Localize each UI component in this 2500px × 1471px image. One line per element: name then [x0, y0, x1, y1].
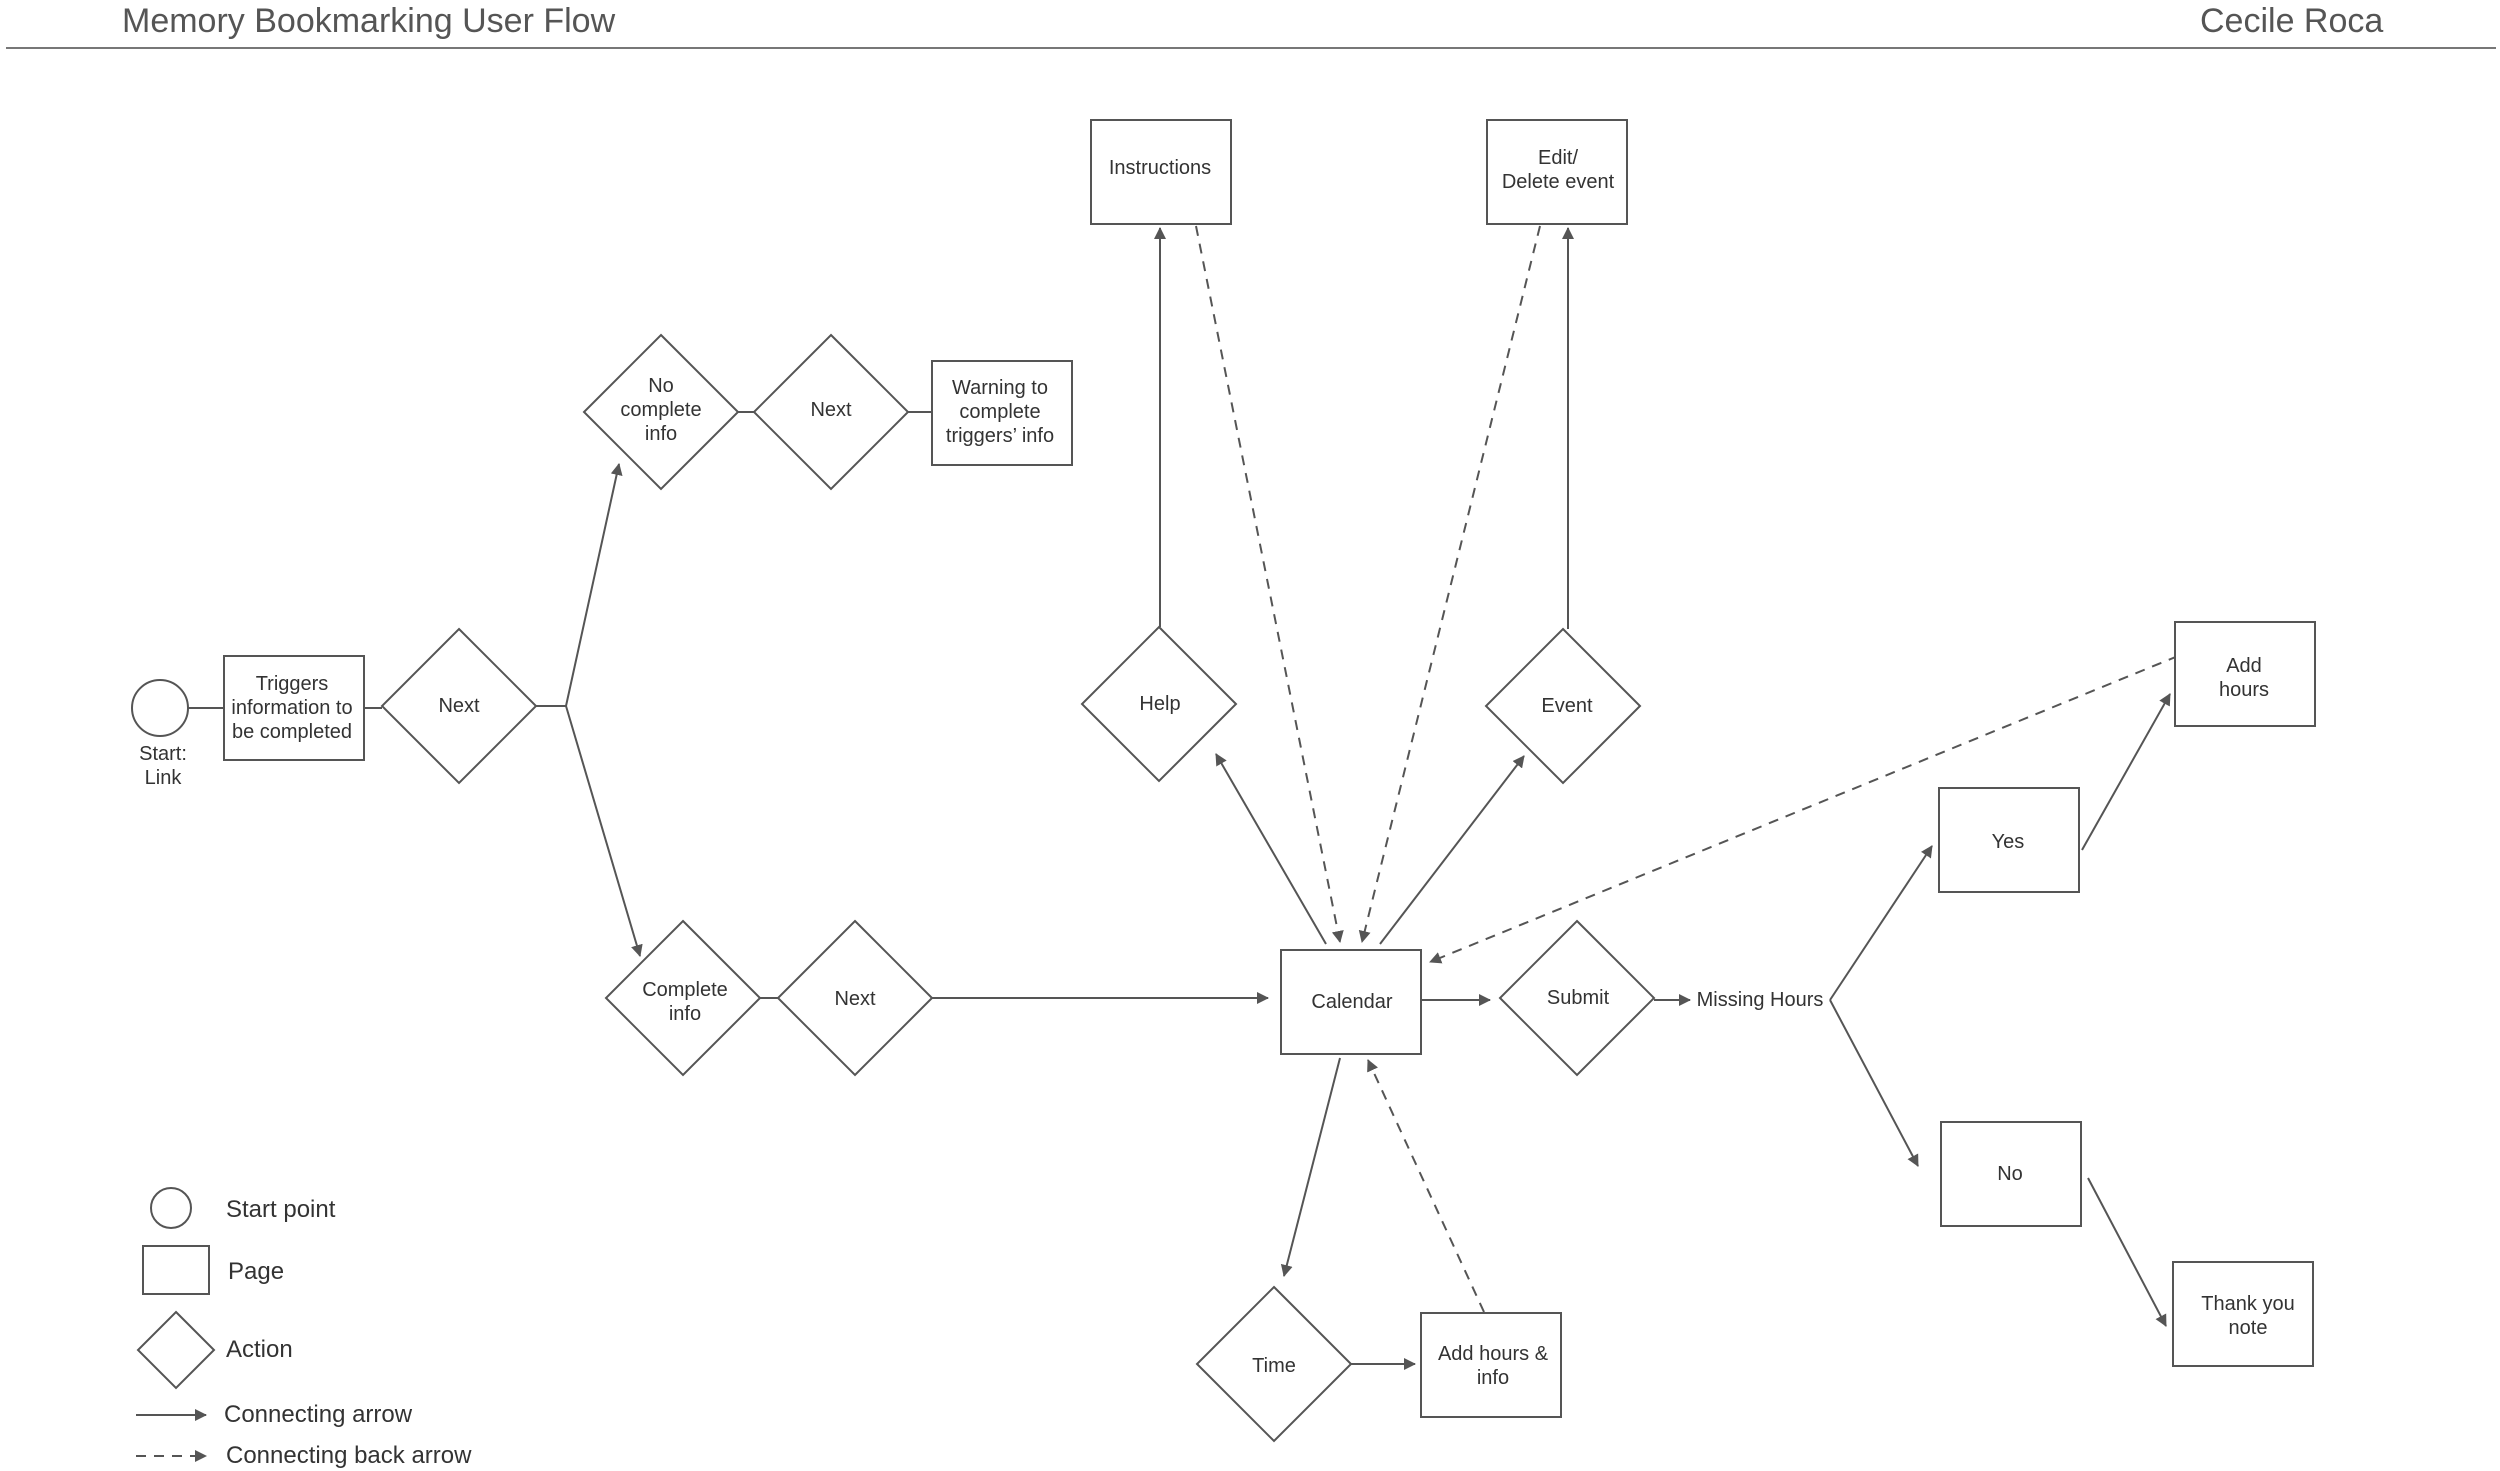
connector-calendar-to-event: [1379, 755, 1525, 945]
yes-page-box: [1938, 787, 2080, 893]
legend-start-point-symbol: [150, 1187, 192, 1229]
page-title: Memory Bookmarking User Flow: [122, 2, 616, 40]
start-point-circle: [131, 679, 189, 737]
instructions-page-label: Instructions: [1108, 157, 1212, 179]
start-label: Start: Link: [139, 743, 187, 789]
add-hours-page-label: Add hours: [2218, 655, 2270, 701]
connector-calendar-to-time: [1280, 1057, 1341, 1277]
legend-action-label: Action: [226, 1336, 293, 1363]
connector-yes-to-add-hours: [2081, 693, 2171, 851]
calendar-page-label: Calendar: [1311, 991, 1393, 1013]
connector-calendar-to-help: [1215, 753, 1327, 945]
time-action-diamond: [1195, 1285, 1353, 1443]
complete-info-action-label: Complete info: [642, 979, 728, 1025]
back-connector-add-hours-to-calendar: [1429, 655, 2179, 964]
yes-page-label: Yes: [1991, 831, 2025, 853]
back-connector-add-hours-info-to-calendar: [1367, 1059, 1485, 1313]
add-hours-info-page-box: [1420, 1312, 1562, 1418]
legend-start-point-label: Start point: [226, 1196, 336, 1223]
missing-hours-label: Missing Hours: [1696, 989, 1824, 1011]
warning-page-label: Warning to complete triggers’ info: [945, 377, 1055, 447]
warning-page-box: [931, 360, 1073, 466]
complete-info-action-diamond: [604, 919, 762, 1077]
legend-page-symbol: [142, 1245, 210, 1295]
connector-branch-to-no-complete: [565, 463, 623, 707]
next-action-label-3: Next: [834, 988, 876, 1010]
legend-connecting-back-arrow-label: Connecting back arrow: [226, 1442, 472, 1469]
connector-missing-hours-to-no: [1829, 999, 1919, 1167]
submit-action-diamond: [1498, 919, 1656, 1077]
back-connector-instructions-to-calendar: [1195, 225, 1344, 943]
next-action-label-1: Next: [438, 695, 480, 717]
thank-you-note-page-label: Thank you note: [2201, 1293, 2295, 1339]
instructions-page-box: [1090, 119, 1232, 225]
back-connector-edit-delete-to-calendar: [1358, 225, 1541, 943]
add-hours-page-box: [2174, 621, 2316, 727]
event-action-diamond: [1484, 627, 1642, 785]
no-page-label: No: [1997, 1163, 2023, 1185]
author-name: Cecile Roca: [2200, 2, 2384, 40]
triggers-page-label: Triggers information to be completed: [231, 673, 353, 743]
header-divider: [6, 47, 2496, 49]
help-action-label: Help: [1139, 693, 1181, 715]
submit-action-label: Submit: [1546, 987, 1610, 1009]
next-action-label-2: Next: [810, 399, 852, 421]
legend-page-label: Page: [228, 1258, 285, 1285]
next-action-diamond-2: [752, 333, 910, 491]
legend-connecting-arrow-label: Connecting arrow: [224, 1401, 413, 1428]
no-complete-info-action-diamond: [582, 333, 740, 491]
connector-missing-hours-to-yes: [1829, 845, 1933, 1001]
connector-no-to-thank-you: [2087, 1177, 2167, 1327]
legend-action-symbol: [136, 1310, 216, 1390]
no-page-box: [1940, 1121, 2082, 1227]
triggers-page-box: [223, 655, 365, 761]
edit-delete-page-box: [1486, 119, 1628, 225]
next-action-diamond-3: [776, 919, 934, 1077]
next-action-diamond-1: [380, 627, 538, 785]
add-hours-info-page-label: Add hours & info: [1437, 1343, 1549, 1389]
time-action-label: Time: [1252, 1355, 1296, 1377]
calendar-page-box: [1280, 949, 1422, 1055]
help-action-diamond: [1080, 625, 1238, 783]
event-action-label: Event: [1541, 695, 1593, 717]
no-complete-info-action-label: No complete info: [620, 375, 702, 445]
connector-branch-to-complete: [565, 705, 643, 957]
edit-delete-page-label: Edit/ Delete event: [1501, 147, 1615, 193]
thank-you-note-page-box: [2172, 1261, 2314, 1367]
